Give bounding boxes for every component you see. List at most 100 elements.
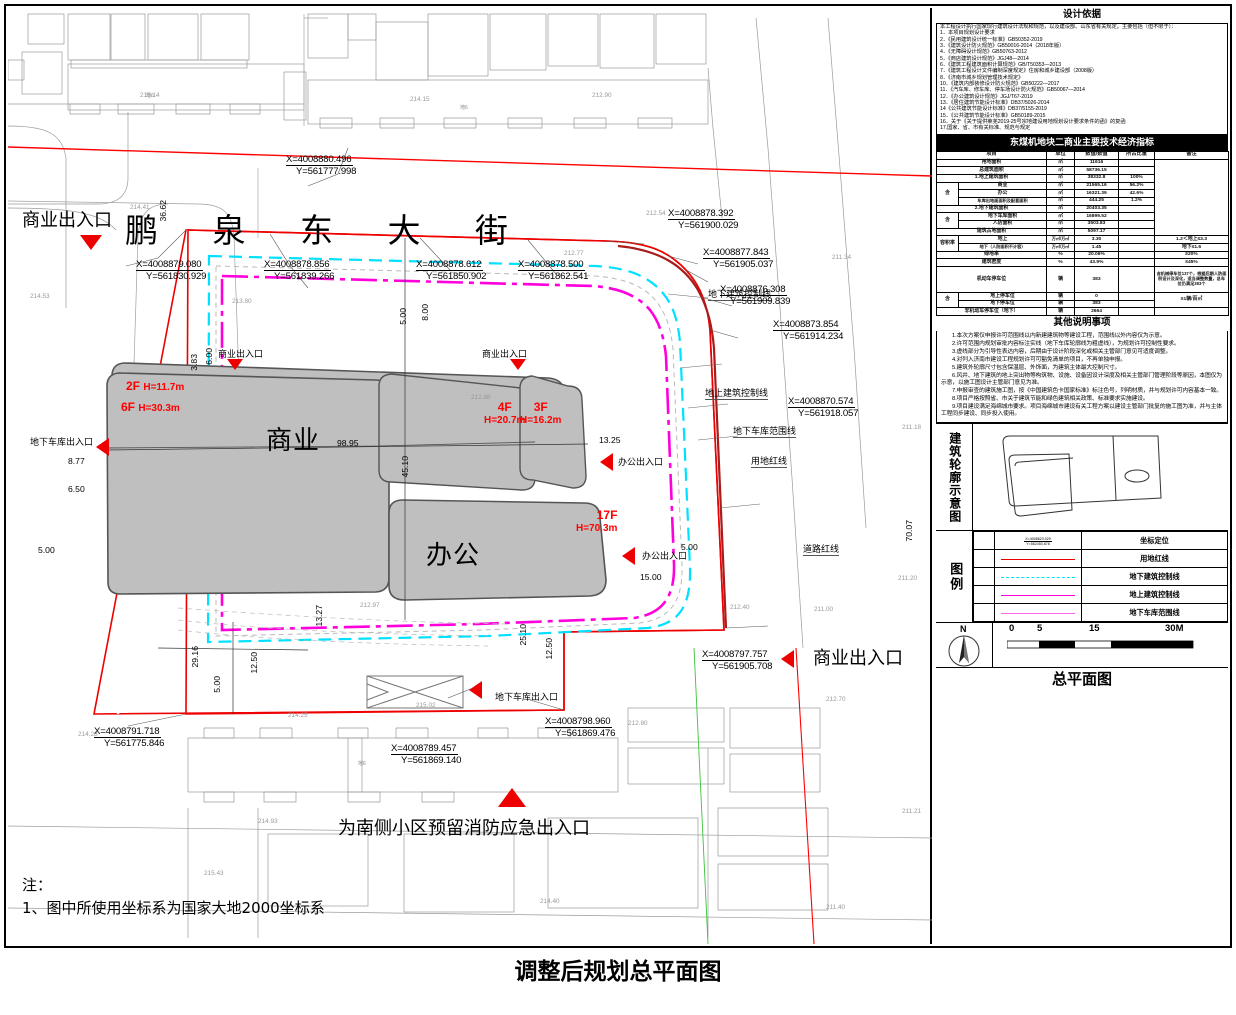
cell-value: 16321.39 [1074, 189, 1120, 198]
dimension-8-00: 8.00 [420, 304, 430, 321]
dimension-70-07: 70.07 [904, 520, 914, 542]
legend-spacer [973, 567, 995, 587]
th-note: 备注 [1154, 150, 1230, 160]
cell-note-blank [1154, 158, 1230, 237]
cell-unit: ㎡ [1046, 219, 1076, 229]
spot-elevation-20: 211.40 [826, 904, 846, 911]
indicators-banner: 东煤机地块二商业主要技术经济指标 [936, 135, 1228, 151]
entrance-arrow-icon-n2 [510, 359, 526, 370]
floor-tag-17f-height: H=70.3m [576, 523, 618, 534]
scale-tick-15: 15 [1089, 623, 1100, 635]
floor-tag-2f-floors: 2F [126, 379, 141, 393]
sheet-border [4, 4, 1232, 948]
spot-elevation-7: 213.80 [232, 298, 252, 305]
plan-vector-graphics [8, 13, 932, 944]
cell-pct [1118, 212, 1156, 221]
coord-3-y: Y=561839.266 [274, 271, 335, 283]
spot-elevation-10: 211.34 [832, 254, 852, 261]
floor-tag-4f: 4F H=20.7m [484, 400, 525, 426]
spot-elevation-17: 212.80 [628, 720, 648, 727]
scale-bar-cell: 0 5 15 30M [993, 623, 1228, 667]
cell-pct [1118, 258, 1156, 267]
cell-note [1154, 307, 1230, 316]
cell-unit: 辆 [1046, 299, 1076, 309]
cell-unit: % [1046, 250, 1076, 260]
entrance-label-commercial-n1: 商业出入口 [218, 350, 264, 360]
cell-name: 用地面积 [935, 158, 1048, 168]
floor-tag-6f-floors: 6F [121, 400, 136, 414]
coord-3-x: X=4008878.856 [264, 259, 332, 272]
cell-pct [1118, 265, 1156, 293]
dimension-13-25: 13.25 [599, 435, 621, 445]
spot-elevation-22: 214.93 [258, 818, 278, 825]
legend-symbol-site-red-line [994, 549, 1082, 569]
coord-4-y: Y=561850.902 [426, 271, 487, 283]
scale-tick-30: 30M [1165, 623, 1184, 635]
cell-name: 地上停车位 [957, 291, 1048, 301]
building-outline-sketch-row: 建筑轮廓示意图 [936, 423, 1228, 531]
coord-10-x: X=4008870.574 [788, 396, 856, 409]
other-notes-title: 其他说明事项 [1053, 316, 1111, 328]
cell-name: 2.地下建筑面积 [935, 204, 1048, 214]
cell-pct [1118, 242, 1156, 252]
th-value: 数值/数值 [1074, 150, 1120, 160]
cell-value: 21565.16 [1074, 181, 1120, 191]
spot-elevation-12: 211.20 [898, 575, 918, 582]
coordinate-label-5: X=4008878.500 Y=561862.541 [518, 259, 588, 283]
cell-pct [1118, 307, 1156, 316]
cell-name: 绿地率 [935, 250, 1048, 260]
cell-value: 383 [1074, 265, 1120, 293]
cell-unit: % [1046, 258, 1076, 267]
cell-note: 含机械停车位137个，根据后期人防面积设计及深化，适当调整数量，总车位仍满足38… [1154, 265, 1230, 293]
cell-name: 地下车库面积 [957, 212, 1048, 221]
coord-1-y: Y=561777.998 [296, 166, 357, 178]
entrance-arrow-icon-garage-w [96, 438, 109, 456]
legend-block: 图例 X=4008623.029 Y=562450.878 坐标定位 [936, 530, 1228, 623]
coord-11-x: X=4008797.757 [702, 649, 770, 662]
spot-elevation-13: 211.00 [814, 606, 834, 613]
legend-text: 用地红线 [1081, 549, 1228, 569]
other-note-item: 7.申报审查的建筑施工图，按《中国建筑色卡国家标准》标注色号，列明材质，并与规划… [952, 387, 1222, 394]
design-basis-item: 1．本项目规划设计要求 [940, 30, 995, 37]
sheet-title: 调整后规划总平面图 [514, 959, 722, 985]
cell-pct [1118, 219, 1156, 229]
cell-pct [1118, 227, 1156, 237]
legend-symbol-garage-range-line [994, 603, 1082, 623]
cell-unit: ㎡ [1046, 166, 1076, 175]
dimension-6-00: 6.00 [204, 348, 214, 365]
legend-row: X=4008623.029 Y=562450.878 坐标定位 [973, 531, 1228, 551]
coord-13-x: X=4008789.457 [391, 743, 459, 756]
cell-unit: ㎡ [1046, 181, 1076, 191]
cell-name: 非机动车停车位（地下） [935, 307, 1048, 316]
spot-elevation-25: 214.28 [78, 731, 98, 738]
street-name-label: 鹏 泉 东 大 街 [125, 211, 530, 250]
title-block-panel: 设计依据 本工程设计执行国家现行建筑设计法规和规范，以及建设部、山东省有关规定。… [935, 8, 1230, 944]
cell-note: 地下≤1.6 [1154, 242, 1230, 252]
coord-5-y: Y=561862.541 [528, 271, 589, 283]
cell-pct: 42.6% [1118, 189, 1156, 198]
design-basis-item: 3．《建筑设计防火规范》GB50016-2014（2018年版） [940, 43, 1065, 50]
cell-group-han: 含 [936, 181, 959, 206]
cell-unit: 辆 [1046, 265, 1076, 293]
cell-name: 地下停车位 [957, 299, 1048, 309]
dimension-15-00: 15.00 [640, 572, 662, 582]
spot-elevation-23: 214.40 [540, 898, 560, 905]
north-label: N [960, 624, 967, 635]
legend-table: X=4008623.029 Y=562450.878 坐标定位 用地红线 [973, 531, 1228, 623]
design-basis-item: 16．关于《关于提供莱芜2019-25号宗地建设用地规划设计要求条件的函》的复函 [940, 118, 1126, 125]
entrance-label-garage-w: 地下车库出入口 [30, 438, 94, 448]
spot-elevation-14: 212.40 [730, 604, 750, 611]
coord-8-x: X=4008876.308 [720, 284, 788, 297]
dimension-98-95: 98.95 [337, 438, 359, 448]
entrance-arrow-icon-e [781, 650, 794, 668]
other-note-item: 8.项目严格按照省、市关于建筑节能和绿色建筑相关政策、标准要求实施建设。 [952, 395, 1149, 402]
table-row: 建筑密度 % 43.9% ≤45% [935, 258, 1230, 267]
scale-bar-graphic [1007, 640, 1194, 649]
cell-name: 车库出地面面积及配套面积 [957, 196, 1048, 206]
coord-14-x: X=4008791.718 [94, 726, 162, 739]
entrance-label-commercial-n2: 商业出入口 [482, 350, 528, 360]
spot-elevation-19: 211.21 [902, 808, 922, 815]
plan-notes-head: 注： [22, 876, 53, 894]
north-arrow-cell: N [936, 623, 993, 668]
design-basis-item: 2．《民用建筑设计统一标准》GB50352-2019 [940, 36, 1043, 43]
